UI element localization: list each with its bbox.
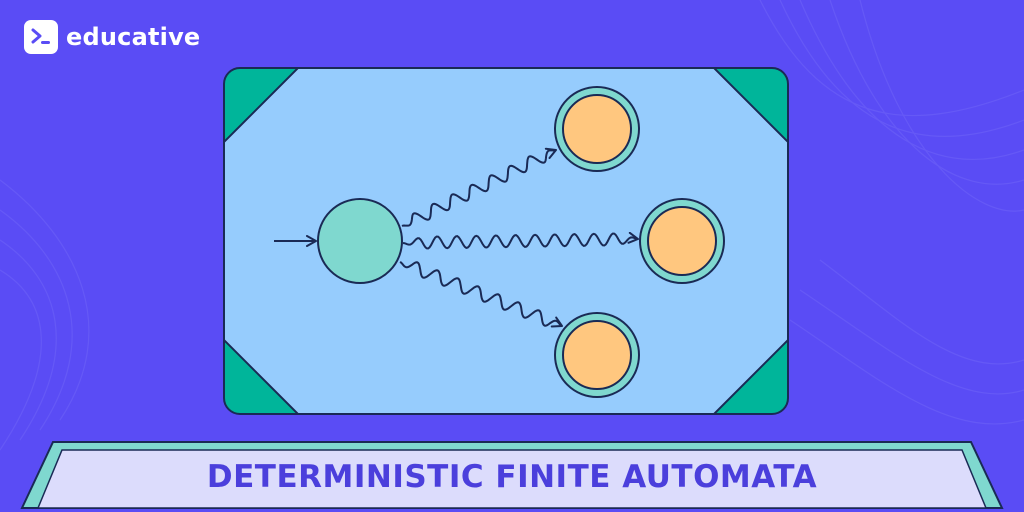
panel-corner-bottom-left bbox=[224, 337, 301, 414]
panel-corner-top-right bbox=[711, 68, 788, 145]
accepting-state-middle bbox=[639, 198, 725, 284]
transition-arrow-middle bbox=[402, 231, 639, 250]
accepting-state-top bbox=[554, 86, 640, 172]
diagram-panel bbox=[223, 67, 789, 415]
transition-arrow-bottom bbox=[399, 261, 563, 328]
start-state bbox=[317, 198, 403, 284]
page-title: DETERMINISTIC FINITE AUTOMATA bbox=[206, 459, 818, 495]
title-banner bbox=[20, 441, 1004, 509]
brand-logo[interactable]: educative bbox=[24, 20, 200, 54]
transition-arrow-top bbox=[401, 147, 557, 227]
terminal-prompt-icon bbox=[24, 20, 58, 54]
panel-corner-top-left bbox=[224, 68, 301, 145]
panel-corner-bottom-right bbox=[711, 337, 788, 414]
accepting-state-bottom bbox=[554, 312, 640, 398]
brand-name: educative bbox=[66, 23, 201, 51]
